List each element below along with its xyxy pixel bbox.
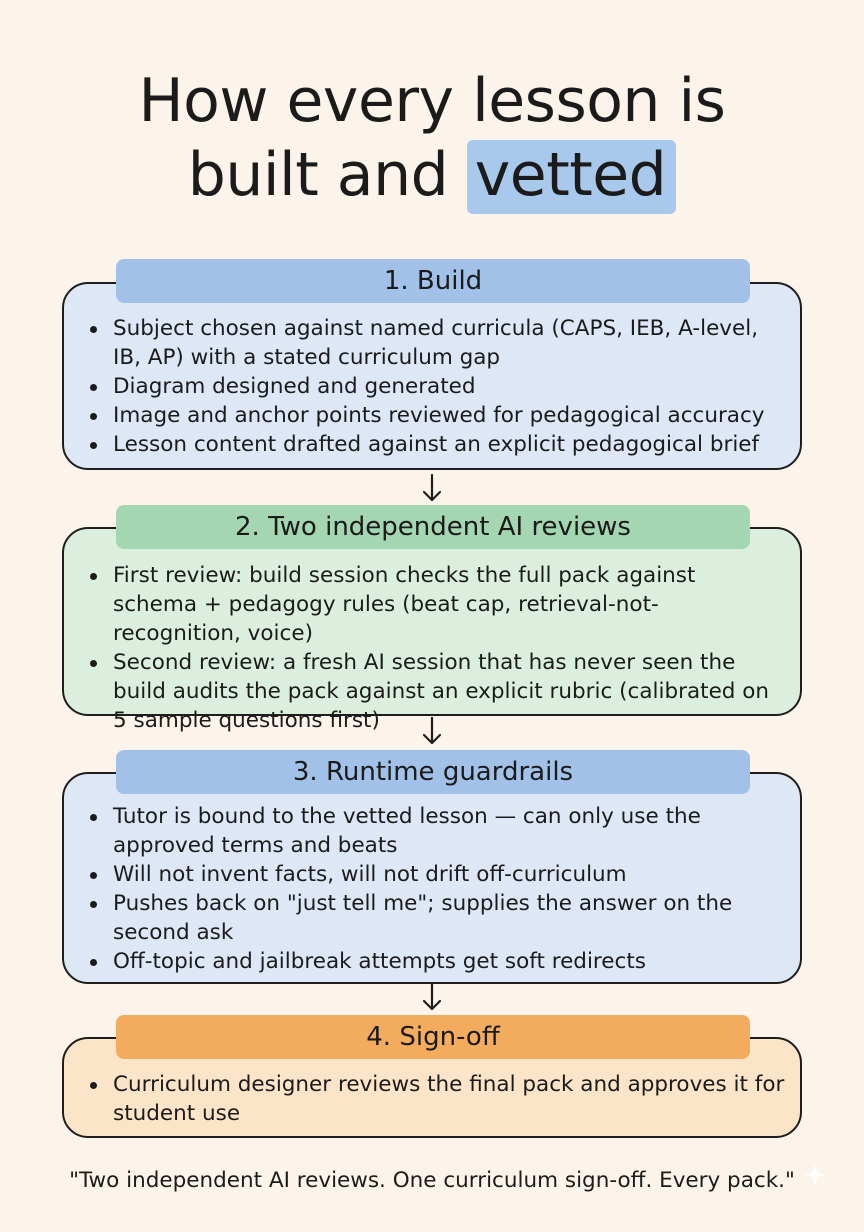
list-item: Subject chosen against named curricula (…	[80, 314, 786, 372]
stage-ai-reviews-box	[62, 527, 802, 716]
stage-build-label: 1. Build	[116, 259, 750, 303]
stage-ai-reviews-points: First review: build session checks the f…	[80, 561, 786, 735]
title-line-2: built and	[187, 140, 467, 210]
list-item: Curriculum designer reviews the final pa…	[80, 1070, 786, 1128]
list-item: Off-topic and jailbreak attempts get sof…	[80, 947, 786, 976]
list-item: Lesson content drafted against an explic…	[80, 430, 786, 459]
list-item: Will not invent facts, will not drift of…	[80, 860, 786, 889]
closing-quote: "Two independent AI reviews. One curricu…	[69, 1168, 795, 1193]
stage-guardrails-points: Tutor is bound to the vetted lesson — ca…	[80, 802, 786, 976]
stage-ai-reviews-label: 2. Two independent AI reviews	[116, 505, 750, 549]
stage-guardrails-label: 3. Runtime guardrails	[116, 750, 750, 794]
list-item: Image and anchor points reviewed for ped…	[80, 401, 786, 430]
title-line-1: How every lesson is	[138, 66, 726, 136]
title-highlight: vetted	[466, 140, 677, 214]
stage-signoff-points: Curriculum designer reviews the final pa…	[80, 1070, 786, 1128]
list-item: Second review: a fresh AI session that h…	[80, 648, 786, 735]
arrow-down-icon	[422, 982, 442, 1011]
list-item: Tutor is bound to the vetted lesson — ca…	[80, 802, 786, 860]
arrow-down-icon	[422, 716, 442, 745]
page-title: How every lesson is built and vetted	[0, 64, 864, 214]
sparkle-icon	[803, 1163, 827, 1187]
list-item: Pushes back on "just tell me"; supplies …	[80, 889, 786, 947]
stage-build-points: Subject chosen against named curricula (…	[80, 314, 786, 459]
arrow-down-icon	[422, 473, 442, 502]
stage-build-box	[62, 282, 802, 470]
list-item: Diagram designed and generated	[80, 372, 786, 401]
list-item: First review: build session checks the f…	[80, 561, 786, 648]
stage-signoff-label: 4. Sign-off	[116, 1015, 750, 1059]
